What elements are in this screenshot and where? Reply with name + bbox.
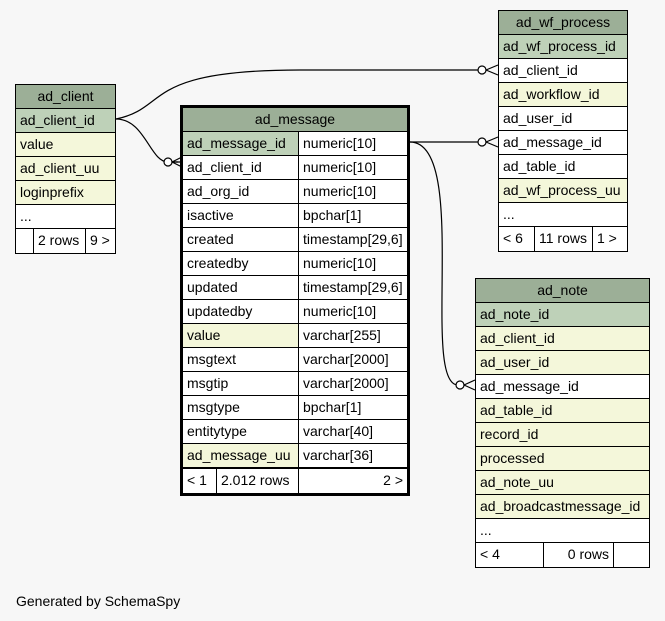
footer-parents[interactable]: < 6 [499,227,535,251]
column-name: ... [503,206,515,222]
column-name: ... [20,208,32,224]
footer-parents[interactable]: < 1 [183,469,217,493]
table-header[interactable]: ad_wf_process [499,11,627,35]
column-type: varchar[2000] [303,375,389,391]
column-name[interactable]: ad_table_id [480,402,553,418]
column-name[interactable]: created [183,228,299,251]
footer-rows: 2 rows [34,229,86,253]
table-ad-wf-process[interactable]: ad_wf_process ad_wf_process_id ad_client… [498,10,628,252]
column-name[interactable]: ad_client_uu [20,160,100,176]
column-name[interactable]: ad_user_id [503,110,573,126]
table-header[interactable]: ad_note [476,279,649,303]
column-name[interactable]: ad_client_id [20,112,95,128]
column-name[interactable]: ad_org_id [183,180,299,203]
column-name[interactable]: ad_client_id [183,156,299,179]
footer-rows: 0 rows [544,543,614,567]
column-name[interactable]: msgtext [183,348,299,371]
column-name[interactable]: ad_message_id [503,134,602,150]
column-name[interactable]: ad_client_id [503,62,578,78]
column-type: varchar[255] [303,327,381,343]
column-type: numeric[10] [303,303,377,319]
column-name[interactable]: value [183,324,299,347]
column-name[interactable]: createdby [183,252,299,275]
table-ad-client[interactable]: ad_client ad_client_id value ad_client_u… [15,84,116,254]
edge-end-circle [477,137,487,147]
column-type: varchar[2000] [303,351,389,367]
column-name[interactable]: ad_message_uu [183,444,299,467]
table-header[interactable]: ad_message [183,108,407,132]
edge-end-circle [455,380,465,390]
column-name[interactable]: ad_table_id [503,158,576,174]
column-name[interactable]: record_id [480,426,539,442]
column-type: numeric[10] [303,183,377,199]
column-type: timestamp[29,6] [303,279,403,295]
column-name: ... [480,522,492,538]
column-name[interactable]: isactive [183,204,299,227]
table-header[interactable]: ad_client [16,85,115,109]
crowfoot-icon [485,64,499,76]
column-name[interactable]: ad_broadcastmessage_id [480,498,641,514]
column-name[interactable]: ad_note_id [480,306,550,322]
crowfoot-icon [485,136,499,148]
edge-end-circle [477,65,487,75]
column-type: timestamp[29,6] [303,231,403,247]
edge-end-circle [163,157,173,167]
column-name[interactable]: ad_wf_process_id [503,38,616,54]
column-type: numeric[10] [303,255,377,271]
table-ad-note[interactable]: ad_note ad_note_id ad_client_id ad_user_… [475,278,650,568]
edge-client-message [115,118,178,163]
column-name[interactable]: ad_wf_process_uu [503,182,621,198]
crowfoot-icon [463,379,476,391]
footer-parents[interactable]: < 4 [476,543,544,567]
footer-children[interactable]: 1 > [597,230,617,246]
column-name[interactable]: value [20,136,54,152]
column-name[interactable]: entitytype [183,420,299,443]
edge-client-wfprocess [115,69,482,120]
column-name[interactable]: ad_message_id [183,132,299,155]
column-name[interactable]: loginprefix [20,184,84,200]
column-name[interactable]: ad_user_id [480,354,550,370]
column-type: numeric[10] [299,132,407,155]
footer-parents [16,229,34,253]
column-type: numeric[10] [303,159,377,175]
column-name[interactable]: updatedby [183,300,299,323]
footer-rows: 11 rows [535,227,593,251]
column-name[interactable]: ad_message_id [480,378,579,394]
column-name[interactable]: processed [480,450,545,466]
column-name[interactable]: msgtip [183,372,299,395]
generated-by-credit: Generated by SchemaSpy [16,593,181,609]
column-name[interactable]: ad_workflow_id [503,86,600,102]
footer-rows: 2.012 rows [217,469,299,493]
column-name[interactable]: msgtype [183,396,299,419]
column-name[interactable]: ad_client_id [480,330,555,346]
column-type: varchar[36] [303,447,374,463]
footer-children[interactable]: 9 > [90,232,110,248]
edge-message-note [409,141,460,386]
footer-children [614,543,649,567]
column-name[interactable]: ad_note_uu [480,474,554,490]
column-name[interactable]: updated [183,276,299,299]
column-type: bpchar[1] [303,207,362,223]
column-type: varchar[40] [303,423,374,439]
column-type: bpchar[1] [303,399,362,415]
footer-children[interactable]: 2 > [383,472,403,488]
